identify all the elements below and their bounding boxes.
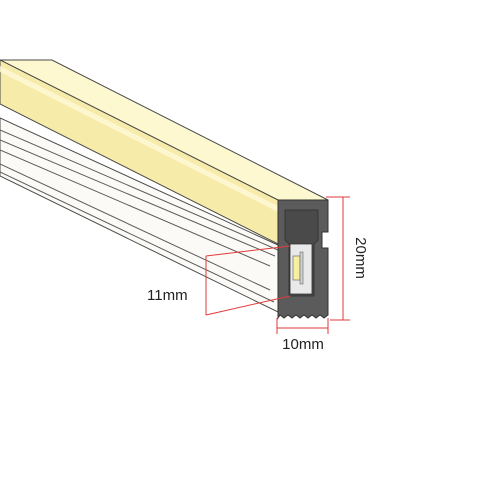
dim-inner-label: 11mm bbox=[147, 287, 188, 304]
dim-width-label: 10mm bbox=[282, 336, 324, 353]
strip-groove-line-3 bbox=[0, 149, 271, 267]
dimension-lines bbox=[205, 196, 350, 334]
strip-end-cap bbox=[277, 199, 329, 320]
strip-groove-line-1 bbox=[0, 129, 279, 251]
strip-glow-highlight bbox=[0, 66, 278, 212]
dim-inner-top bbox=[205, 245, 291, 257]
strip-groove-line-5 bbox=[0, 171, 275, 303]
neon-strip-body bbox=[0, 59, 329, 313]
led-chip bbox=[292, 255, 301, 281]
dim-inner-bottom bbox=[205, 295, 291, 316]
strip-groove-line-2 bbox=[0, 139, 276, 257]
strip-groove-line-4 bbox=[0, 163, 271, 291]
led-pcb bbox=[299, 251, 304, 285]
dim-height-label: 20mm bbox=[352, 237, 369, 279]
